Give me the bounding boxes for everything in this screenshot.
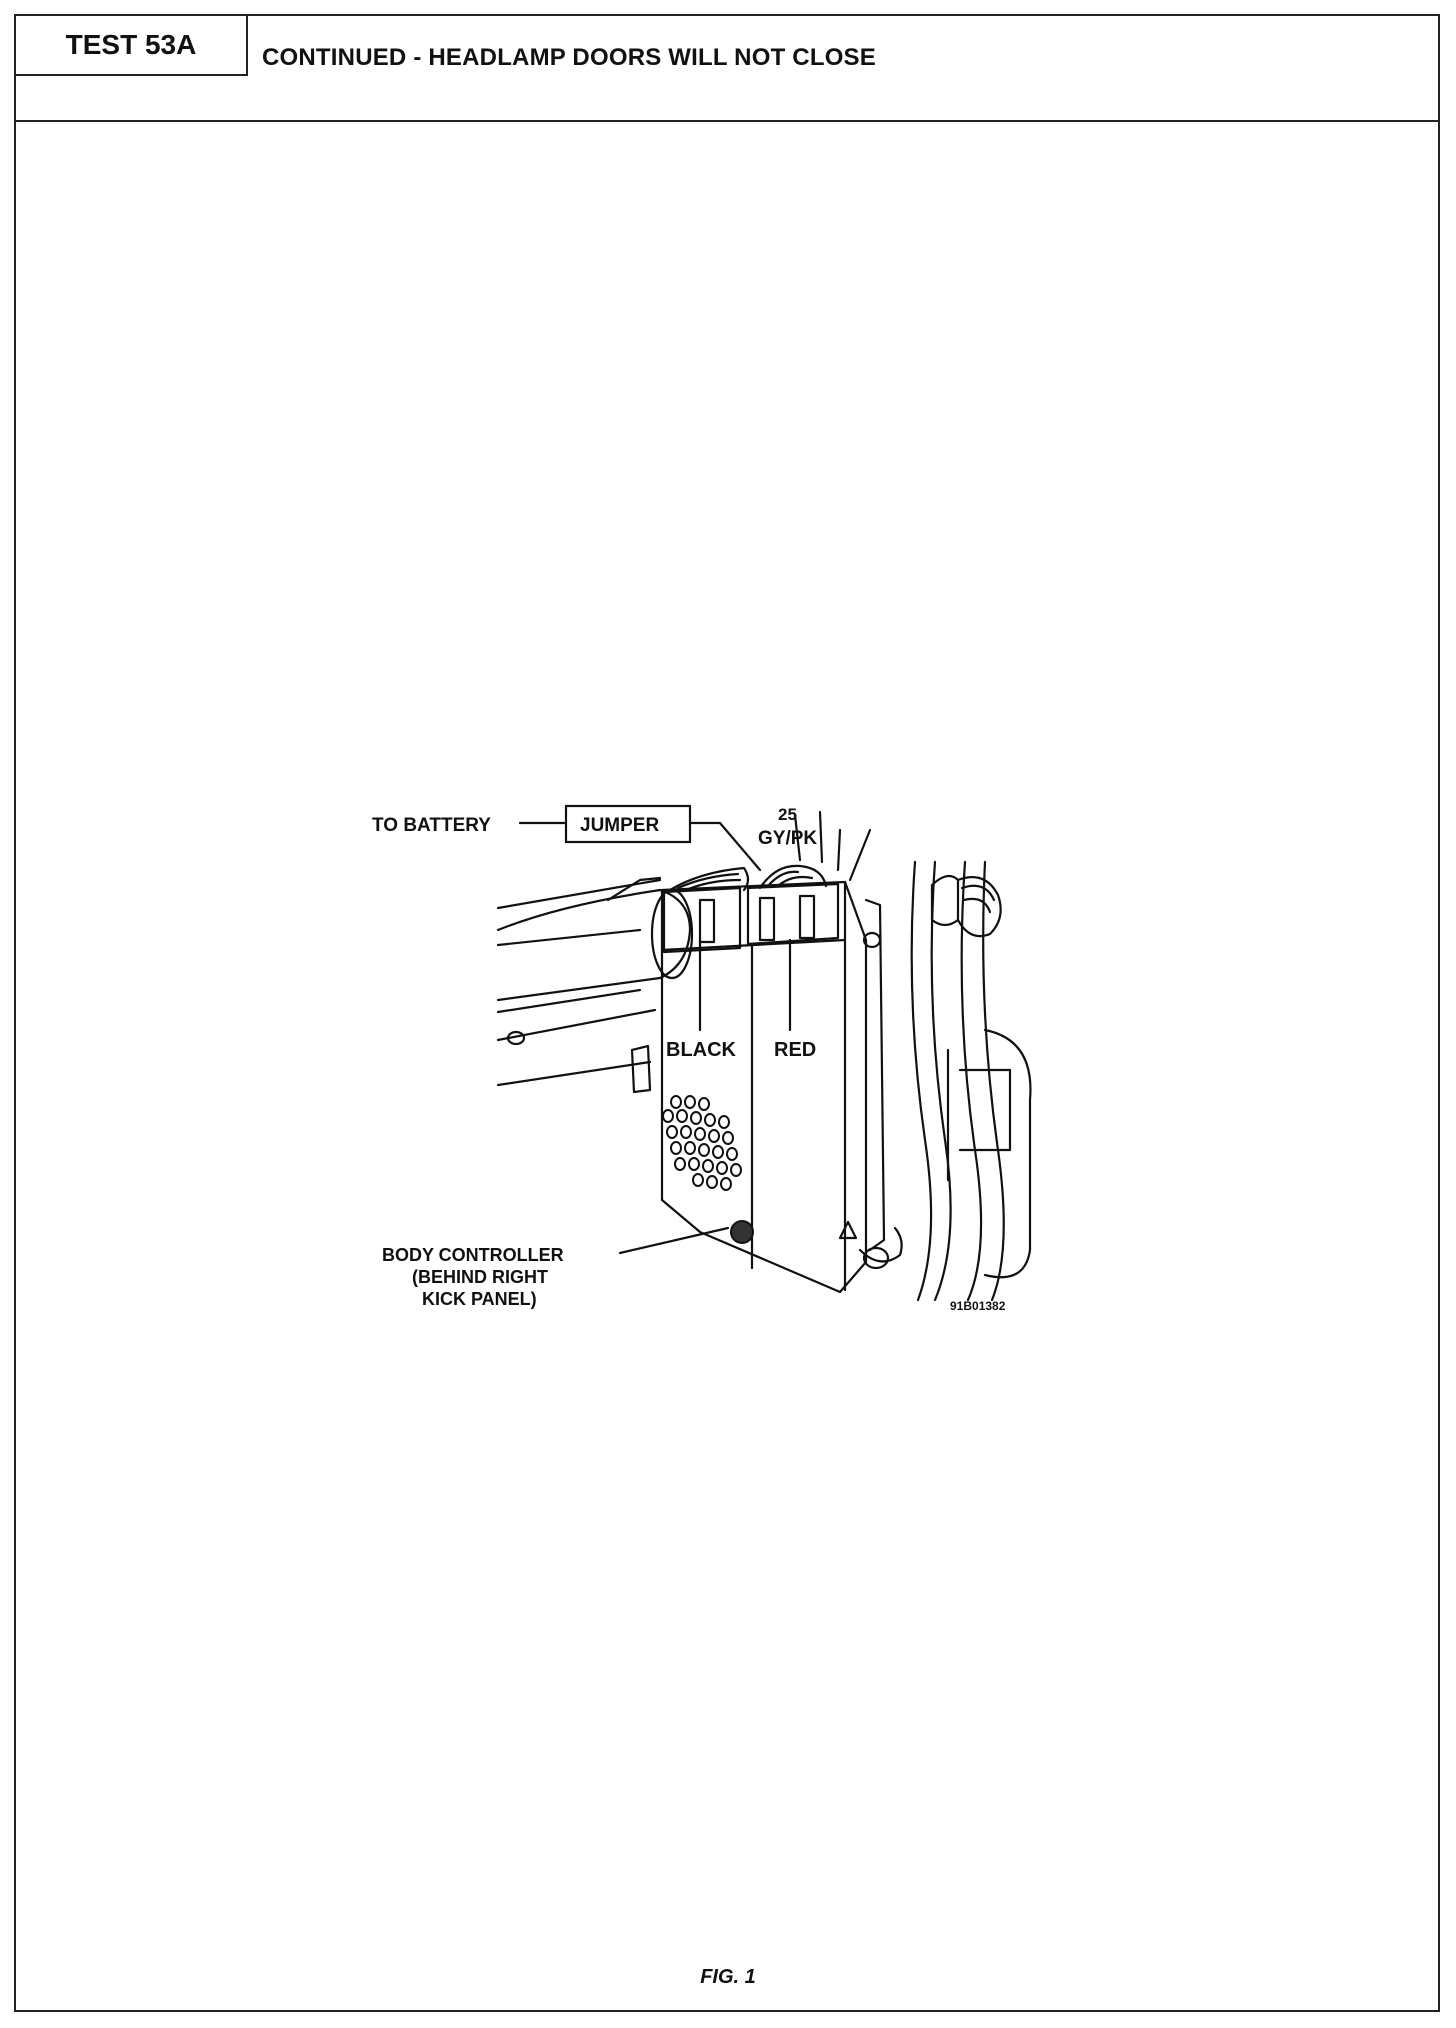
- figure-caption: FIG. 1: [700, 1966, 756, 1988]
- body-controller-label-3: KICK PANEL): [422, 1289, 537, 1309]
- red-connector-latch-2: [798, 894, 816, 940]
- body-controller-label-1: BODY CONTROLLER: [382, 1245, 564, 1265]
- red-wire-bundle: [758, 864, 828, 890]
- page-frame: TEST 53A CONTINUED - HEADLAMP DOORS WILL…: [14, 14, 1440, 2012]
- strap-lower: [858, 1226, 903, 1263]
- dash-panel-bottom: [496, 1008, 657, 1042]
- floor-panel-bottom: [496, 1060, 652, 1087]
- jumper-label: JUMPER: [580, 815, 659, 836]
- floor-panel-top: [496, 988, 642, 1014]
- dash-fold: [606, 876, 662, 902]
- strap-bolt-bottom: [862, 1246, 890, 1270]
- panel-clip: [630, 1044, 652, 1094]
- panel-screw: [506, 1030, 526, 1046]
- red-wire-strands: [766, 870, 814, 888]
- trim-panel-edge: [983, 1028, 1032, 1279]
- jumper-leader: [688, 821, 762, 872]
- red-connector-label: RED: [774, 1039, 816, 1061]
- mounting-strap: [864, 898, 886, 1252]
- vent-grille: [662, 1095, 742, 1191]
- side-connector: [930, 874, 960, 927]
- to-battery-label: TO BATTERY: [372, 815, 491, 836]
- side-connector-strands: [960, 884, 996, 914]
- black-wire-strands: [676, 872, 742, 892]
- harness-wire-3: [836, 828, 842, 872]
- jumper-box: [564, 804, 692, 844]
- air-duct-end: [650, 888, 694, 980]
- body-controller-label-2: (BEHIND RIGHT: [412, 1267, 548, 1287]
- controller-housing: [660, 880, 868, 1294]
- black-wire-bundle: [668, 866, 750, 892]
- triangle-arrow: [838, 1220, 858, 1240]
- figure-code-label: 91B01382: [950, 1299, 1006, 1313]
- red-connector-body: [746, 882, 840, 946]
- harness-wire-4: [848, 828, 872, 882]
- test-number-label: TEST 53A: [16, 16, 248, 76]
- red-connector-latch: [758, 896, 776, 942]
- side-connector-wires: [956, 876, 1002, 938]
- body-controller-leader: [618, 1226, 730, 1255]
- trim-panel-slot: [958, 1068, 1012, 1152]
- harness-wire-2: [818, 810, 824, 864]
- harness-main-3: [960, 860, 983, 1302]
- harness-main-outer: [910, 860, 933, 1302]
- black-connector-latch: [698, 898, 716, 944]
- dash-panel-lower: [496, 928, 642, 947]
- controller-screw: [730, 1220, 754, 1244]
- harness-wire-1: [793, 813, 802, 862]
- harness-main-4: [982, 860, 1005, 1302]
- wire-color-label: GY/PK: [758, 828, 817, 849]
- strap-bolt-top: [862, 931, 882, 949]
- harness-main-inner: [930, 860, 952, 1302]
- black-connector-body: [662, 886, 742, 954]
- page-title: CONTINUED - HEADLAMP DOORS WILL NOT CLOS…: [262, 44, 876, 71]
- pin-number-label: 25: [778, 805, 797, 824]
- air-duct: [496, 888, 692, 1002]
- header-divider: [16, 120, 1438, 122]
- black-connector-label: BLACK: [666, 1039, 737, 1061]
- controller-top-edge: [660, 938, 847, 952]
